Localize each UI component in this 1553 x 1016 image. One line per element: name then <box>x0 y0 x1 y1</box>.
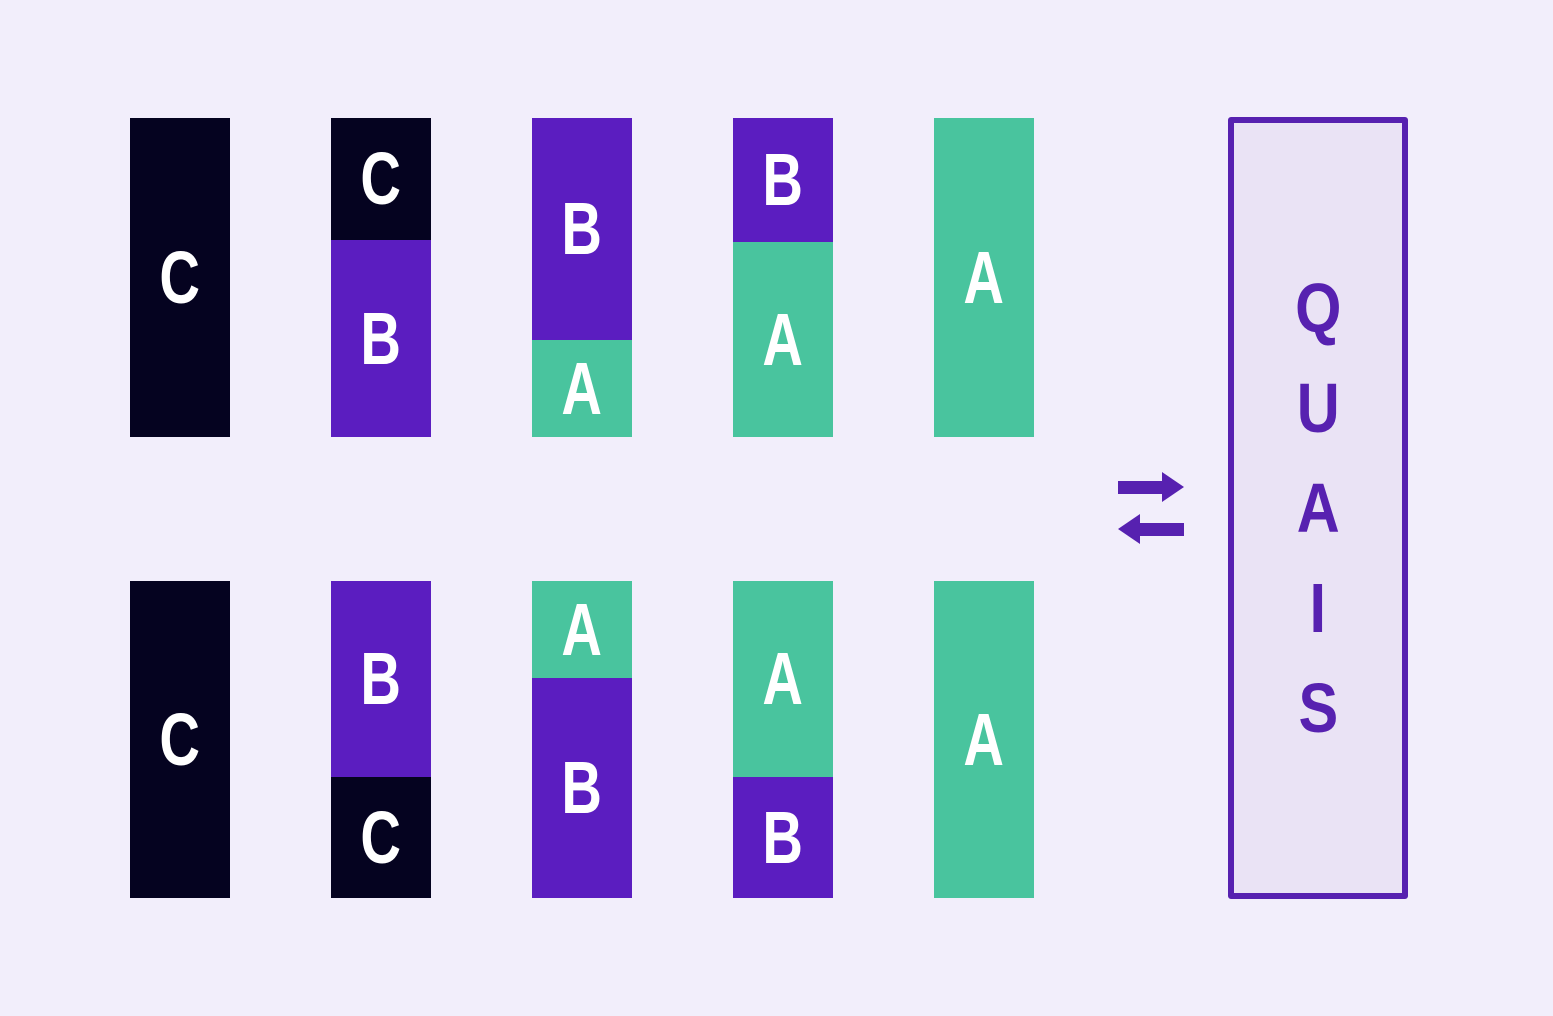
segment-label: B <box>360 296 402 380</box>
bar-segment-B: B <box>733 777 833 898</box>
arrow-left-icon <box>1118 514 1184 544</box>
segment-label: B <box>360 637 402 720</box>
segment-label: B <box>762 795 804 879</box>
panel-letter: U <box>1296 369 1340 447</box>
bar-segment-B: B <box>532 678 632 898</box>
bar-segment-C: C <box>331 118 431 240</box>
reversible-arrows-icon <box>1118 472 1184 544</box>
segment-label: A <box>762 297 804 381</box>
bar-segment-C: C <box>331 777 431 898</box>
bar-segment-B: B <box>532 118 632 340</box>
bar-segment-A: A <box>532 581 632 678</box>
bar-segment-A: A <box>733 581 833 777</box>
segment-label: A <box>963 235 1005 319</box>
segment-label: A <box>963 697 1005 781</box>
bar-segment-B: B <box>331 240 431 437</box>
bar-segment-A: A <box>934 581 1034 898</box>
segment-label: B <box>762 138 804 221</box>
segment-label: B <box>561 187 603 270</box>
bar-segment-A: A <box>532 340 632 437</box>
quais-panel: Q U A I S <box>1228 117 1408 899</box>
panel-letter: I <box>1309 569 1327 647</box>
segment-label: C <box>159 235 201 319</box>
stacked-bar: A <box>934 118 1034 437</box>
bar-segment-C: C <box>130 581 230 898</box>
segment-label: A <box>561 587 603 671</box>
bar-segment-B: B <box>733 118 833 242</box>
stacked-bar: A <box>934 581 1034 898</box>
bar-segment-A: A <box>934 118 1034 437</box>
segment-label: A <box>561 346 603 430</box>
panel-letter: S <box>1298 669 1338 747</box>
stacked-bar: C <box>130 581 230 898</box>
panel-letter: Q <box>1294 269 1342 347</box>
segment-label: C <box>360 795 402 879</box>
bar-segment-A: A <box>733 242 833 437</box>
panel-letter: A <box>1296 469 1340 547</box>
segment-label: B <box>561 746 603 829</box>
stacked-bar: C <box>130 118 230 437</box>
arrow-right-icon <box>1118 472 1184 502</box>
segment-label: A <box>762 637 804 720</box>
segment-label: C <box>360 137 402 220</box>
bar-segment-B: B <box>331 581 431 777</box>
segment-label: C <box>159 697 201 781</box>
bar-segment-C: C <box>130 118 230 437</box>
